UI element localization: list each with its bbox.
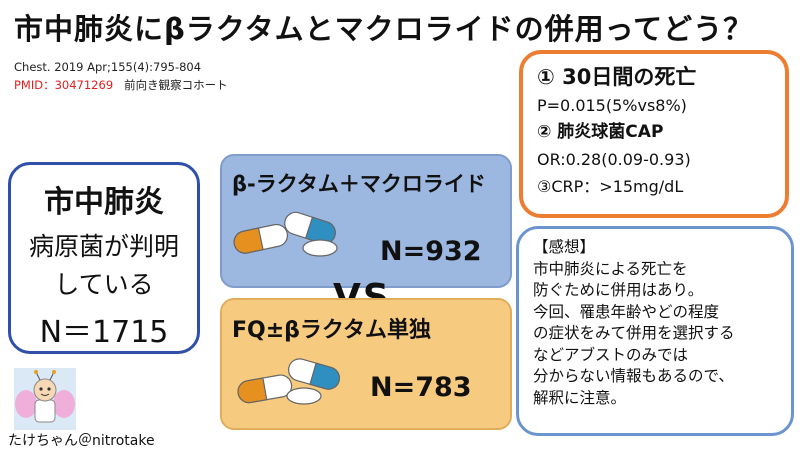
population-title: 市中肺炎 xyxy=(44,185,164,220)
group2-label: FQ±βラクタム単独 xyxy=(232,318,432,343)
comment-line: などアブストのみでは xyxy=(533,345,689,364)
comment-box: 【感想】 市中肺炎による死亡を 防ぐために併用はあり。 今回、罹患年齢やどの程度… xyxy=(516,226,794,436)
comment-line: 解釈に注意。 xyxy=(533,388,627,407)
comment-line: 今回、罹患年齢やどの程度 xyxy=(533,302,720,321)
citation-pmid: PMID：30471269 xyxy=(14,78,114,92)
author-avatar-icon xyxy=(14,368,76,430)
comment-line: 市中肺炎による死亡を xyxy=(533,259,688,278)
comment-line: 分からない情報もあるので、 xyxy=(533,367,734,385)
population-line3: している xyxy=(54,270,154,299)
comment-heading: 【感想】 xyxy=(533,238,596,256)
capsule-icon xyxy=(237,358,341,405)
citation-design: 前向き観察コホート xyxy=(124,78,228,92)
group2-box: FQ±βラクタム単独 N=783 xyxy=(220,298,512,430)
outcome2-title: ② 肺炎球菌CAP xyxy=(537,122,664,142)
citation-line: PMID：30471269 前向き観察コホート xyxy=(14,77,228,93)
population-box: 市中肺炎 病原菌が判明 している N＝1715 xyxy=(8,162,200,354)
author-handle: たけちゃん＠nitrotake xyxy=(8,433,155,449)
capsule-icon xyxy=(233,211,338,257)
citation-journal: Chest. 2019 Apr;155(4):795-804 xyxy=(14,60,202,74)
outcome1-title: ① 30日間の死亡 xyxy=(537,65,697,89)
group2-n: N=783 xyxy=(370,372,472,403)
comment-line: 防ぐために併用はあり。 xyxy=(533,281,704,299)
comment-line: の症状をみて併用を選択する xyxy=(533,324,735,342)
group1-label: β-ラクタム＋マクロライド xyxy=(232,172,486,196)
group1-n: N=932 xyxy=(380,236,482,267)
population-n: N＝1715 xyxy=(39,315,169,350)
group1-box: β-ラクタム＋マクロライド N=932 xyxy=(220,154,512,288)
page-title: 市中肺炎にβラクタムとマクロライドの併用ってどう？ xyxy=(14,12,754,46)
outcome3: ③CRP：>15mg/dL xyxy=(537,177,684,196)
population-line2: 病原菌が判明 xyxy=(28,232,179,261)
outcome2-value: OR:0.28(0.09-0.93) xyxy=(537,150,691,169)
outcome1-value: P=0.015(5%vs8%) xyxy=(537,96,687,115)
outcome-box: ① 30日間の死亡 P=0.015(5%vs8%) ② 肺炎球菌CAP OR:0… xyxy=(519,50,789,218)
